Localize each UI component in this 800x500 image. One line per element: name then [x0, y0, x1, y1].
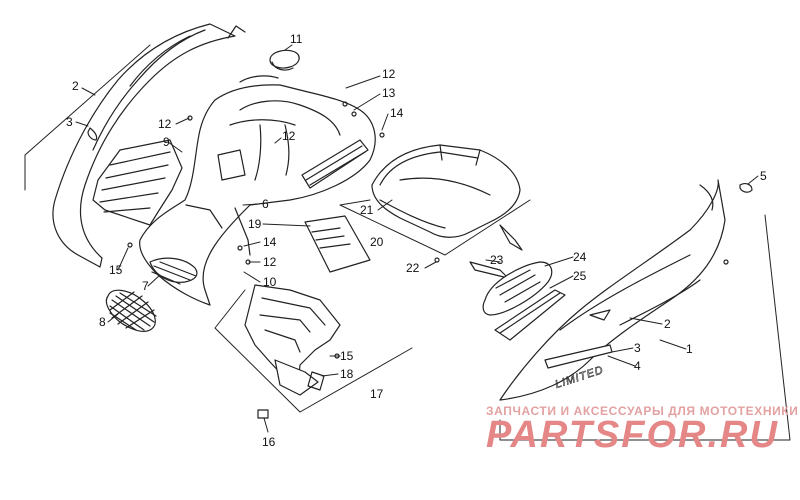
label-16: 16	[262, 435, 276, 449]
lower-bracket	[244, 284, 341, 396]
label-3: 3	[634, 341, 641, 355]
mesh-screen	[105, 289, 157, 332]
main-hood	[139, 49, 376, 306]
label-6: 6	[262, 197, 269, 211]
group-outlines	[24, 44, 791, 441]
label-14: 14	[263, 235, 277, 249]
vent-grille	[92, 139, 183, 226]
windshield-strip	[52, 23, 246, 268]
label-2: 2	[72, 79, 79, 93]
side-panel	[499, 179, 753, 401]
storage-tray	[371, 144, 521, 238]
label-1: 1	[686, 342, 693, 356]
label-22: 22	[406, 261, 420, 275]
callout-labels: 2 3 11 12 13 14 12 9 12 6 19 14 12 10 15…	[66, 32, 767, 449]
latch-assembly	[469, 224, 566, 341]
label-11: 11	[290, 32, 303, 46]
label-10: 10	[263, 275, 277, 289]
label-20: 20	[370, 235, 384, 249]
label-15: 15	[109, 263, 123, 277]
label-15: 15	[340, 349, 354, 363]
label-14: 14	[390, 106, 404, 120]
label-12: 12	[158, 117, 172, 131]
label-5: 5	[760, 169, 767, 183]
label-8: 8	[99, 315, 106, 329]
label-17: 17	[370, 387, 384, 401]
label-24: 24	[573, 250, 587, 264]
label-7: 7	[142, 279, 149, 293]
label-12: 12	[282, 129, 296, 143]
label-13: 13	[382, 86, 396, 100]
label-21: 21	[360, 203, 374, 217]
label-23: 23	[490, 253, 504, 267]
label-19: 19	[248, 217, 262, 231]
watermark-brand: PARTSFOR.RU	[486, 414, 779, 456]
label-9: 9	[163, 135, 170, 149]
label-18: 18	[340, 367, 354, 381]
label-12: 12	[263, 255, 277, 269]
label-12: 12	[382, 67, 396, 81]
label-3: 3	[66, 115, 73, 129]
label-2: 2	[664, 317, 671, 331]
clear-panel	[304, 215, 371, 273]
label-25: 25	[573, 269, 587, 283]
leader-lines	[75, 44, 759, 433]
label-4: 4	[634, 359, 641, 373]
watermark-tagline: ЗАПЧАСТИ И АКСЕССУАРЫ ДЛЯ МОТОТЕХНИКИ	[486, 404, 799, 418]
